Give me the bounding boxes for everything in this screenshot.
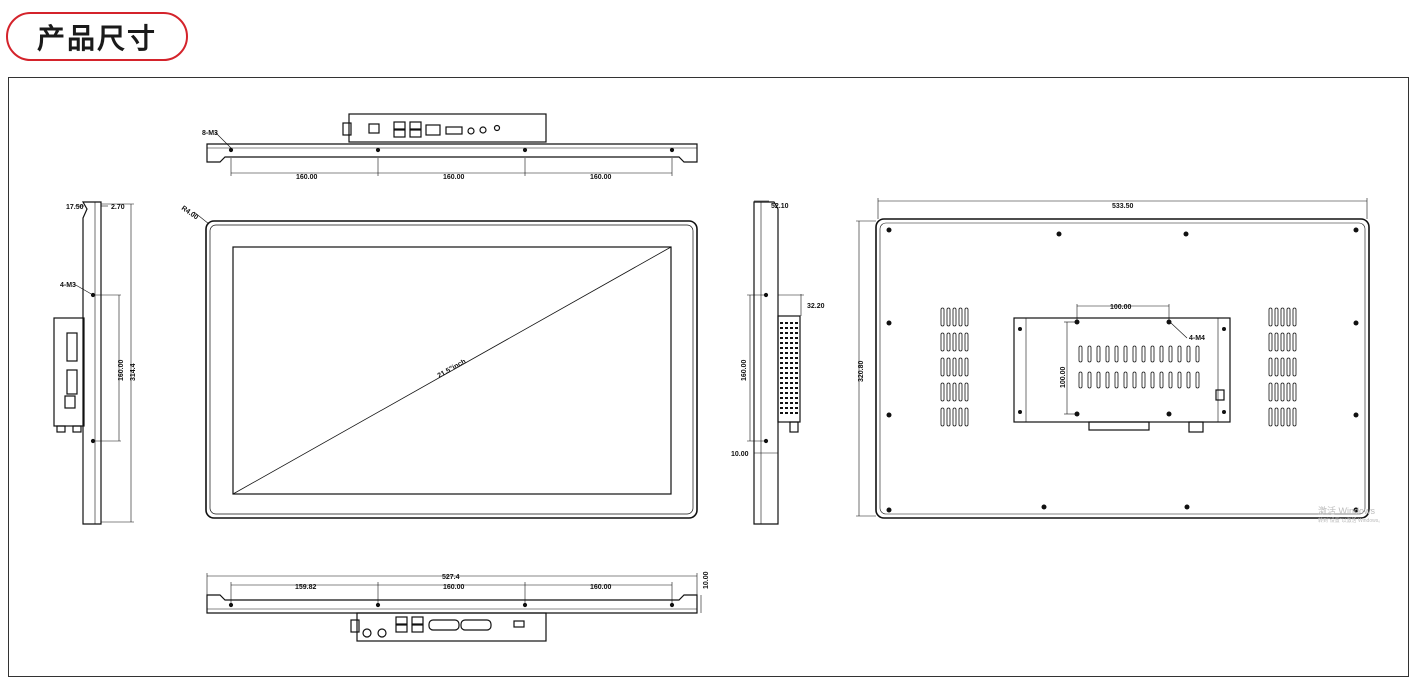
rear-vesa-v: 100.00 [1060,366,1067,388]
dimension-drawing: 8-M3 160.00 160.00 160.00 17.50 2.70 4-M… [53,113,1383,642]
top-view [206,113,698,176]
rear-mount-holes [886,227,1359,513]
rear-vents [940,307,1297,427]
left-depth-2: 2.70 [111,204,125,211]
left-height: 314.4 [130,363,137,381]
bottom-dim-1: 159.82 [295,584,317,591]
rear-callout: 4-M4 [1189,335,1205,342]
bottom-view [206,573,702,642]
right-depth: 52.10 [771,203,789,210]
left-callout: 4-M3 [60,282,76,289]
right-offset: 32.20 [807,303,825,310]
rear-height: 320.80 [858,360,865,382]
front-view [193,211,698,519]
front-diagonal: 21.5"inch [437,358,468,379]
left-spacing: 160.00 [118,359,125,381]
top-dim-1: 160.00 [296,174,318,181]
right-spacing: 160.00 [741,359,748,381]
rear-view [856,198,1370,519]
bottom-dim-2: 160.00 [443,584,465,591]
page-title: 产品尺寸 [6,12,188,61]
left-depth-1: 17.50 [66,204,84,211]
drawing-frame: 8-M3 160.00 160.00 160.00 17.50 2.70 4-M… [8,77,1409,677]
bottom-width: 527.4 [442,574,460,581]
rear-width: 533.50 [1112,203,1134,210]
right-side-view [747,200,804,525]
watermark-line-2: 转到"设置"以激活 Windows。 [1318,517,1383,524]
rear-vesa-h: 100.00 [1110,304,1132,311]
right-side-vents [780,322,798,414]
top-callout: 8-M3 [202,130,218,137]
watermark-line-1: 激活 Windows [1318,505,1376,516]
right-bottom: 10.00 [731,451,749,458]
bottom-thickness: 10.00 [703,571,710,589]
bottom-dim-3: 160.00 [590,584,612,591]
top-dim-3: 160.00 [590,174,612,181]
left-side-view [53,201,134,525]
top-dim-2: 160.00 [443,174,465,181]
front-radius: R4.00 [180,205,199,222]
